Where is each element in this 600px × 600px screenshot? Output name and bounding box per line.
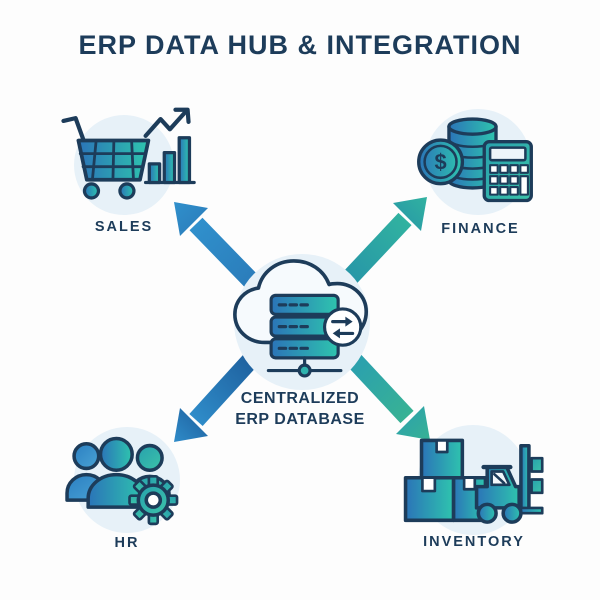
cloud-server-sync-icon bbox=[233, 259, 369, 378]
inventory-label: INVENTORY bbox=[423, 534, 525, 550]
page-title: ERP DATA HUB & INTEGRATION bbox=[78, 30, 522, 60]
finance-label: FINANCE bbox=[441, 221, 520, 237]
center-label-line1: CENTRALIZED bbox=[240, 390, 360, 407]
arrow-center-to-hr bbox=[174, 347, 263, 442]
svg-text:$: $ bbox=[434, 149, 446, 174]
center-label-line2: ERP DATABASE bbox=[235, 410, 365, 428]
center-hub-label: CENTRALIZED ERP DATABASE bbox=[215, 389, 385, 430]
sales-label: SALES bbox=[94, 219, 154, 235]
coins-dollar-calculator-icon: $ bbox=[417, 117, 533, 203]
hr-label: HR bbox=[114, 535, 140, 551]
arrow-center-to-finance bbox=[337, 197, 427, 291]
boxes-forklift-icon bbox=[403, 438, 544, 524]
people-group-gear-icon bbox=[65, 436, 179, 526]
arrow-center-to-inventory bbox=[345, 351, 430, 440]
shopping-cart-growth-chart-icon bbox=[61, 107, 196, 200]
